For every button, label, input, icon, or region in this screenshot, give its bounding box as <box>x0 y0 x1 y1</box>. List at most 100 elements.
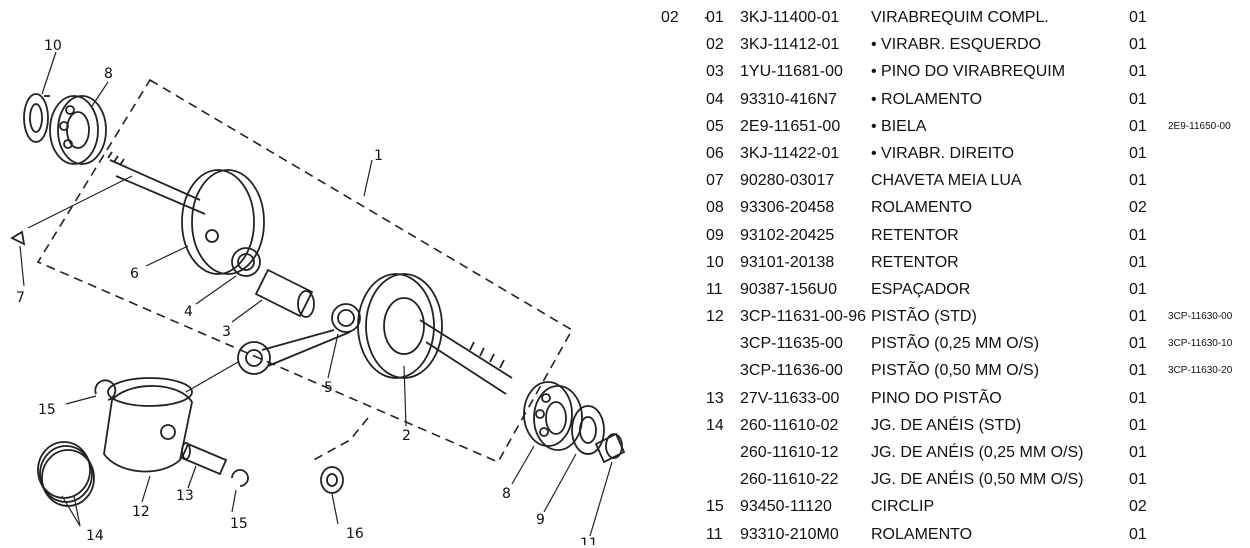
callout-5: 5 <box>324 380 333 396</box>
parts-qty: 01 <box>1129 471 1147 489</box>
parts-part: 2E9-11651-00 <box>740 117 841 135</box>
parts-desc: • ROLAMENTO <box>871 90 983 108</box>
parts-qty: 01 <box>1129 389 1147 407</box>
parts-ref: 03 <box>706 63 724 81</box>
parts-desc: • PINO DO VIRABREQUIM <box>871 63 1066 81</box>
parts-qty: 01 <box>1129 172 1147 190</box>
parts-part: 93306-20458 <box>740 199 835 217</box>
parts-desc: JG. DE ANÉIS (STD) <box>871 416 1022 434</box>
part-connecting-rod-5 <box>237 303 361 375</box>
parts-ref: 02 <box>706 36 724 54</box>
parts-desc: VIRABREQUIM COMPL. <box>871 9 1049 26</box>
parts-part: 3CP-11631-00-96 <box>740 308 867 326</box>
callout-8-right: 8 <box>502 486 511 502</box>
parts-part: 93310-416N7 <box>740 90 837 108</box>
callout-2: 2 <box>402 428 411 444</box>
part-circlip-15-lower <box>231 469 249 487</box>
parts-part: 93450-11120 <box>740 498 832 516</box>
callout-4: 4 <box>184 304 193 320</box>
part-piston-rings-14 <box>37 441 95 507</box>
parts-part: 3KJ-11400-01 <box>740 9 840 26</box>
parts-ref: 07 <box>706 172 724 190</box>
callout-6: 6 <box>130 266 139 282</box>
exploded-parts-diagram: 1 2 3 4 5 6 7 8 8 9 10 11 12 13 14 15 15… <box>10 38 626 545</box>
parts-qty: 01 <box>1129 280 1147 298</box>
parts-desc: PISTÃO (STD) <box>871 308 977 326</box>
callout-15-right: 15 <box>230 516 248 532</box>
part-piston-pin-13 <box>180 442 228 476</box>
parts-alt: 3CP-11630-10 <box>1168 338 1233 350</box>
parts-row: 15 93450-11120 CIRCLIP 02 <box>655 493 1250 520</box>
parts-alt: 3CP-11630-20 <box>1168 365 1233 377</box>
parts-qty: 01 <box>1129 90 1147 108</box>
parts-part: 3KJ-11422-01 <box>740 144 840 162</box>
parts-qty: 01 <box>1129 308 1147 326</box>
parts-qty: 01 <box>1129 335 1147 353</box>
parts-ref: 10 <box>706 253 724 271</box>
callout-11: 11 <box>580 536 598 545</box>
parts-qty: 01 <box>1129 226 1147 244</box>
callout-15-left: 15 <box>38 402 56 418</box>
parts-ref: 12 <box>706 308 724 326</box>
parts-desc: ESPAÇADOR <box>871 280 971 298</box>
callout-10: 10 <box>44 38 62 54</box>
parts-ref: 06 <box>706 144 724 162</box>
callout-7: 7 <box>16 290 25 306</box>
parts-group: 02 <box>661 9 679 26</box>
part-bearing-4 <box>231 247 261 277</box>
parts-qty: 01 <box>1129 63 1147 81</box>
parts-qty: 01 <box>1129 525 1147 543</box>
parts-dash: - <box>704 9 710 26</box>
part-crank-pin-3 <box>254 268 315 318</box>
callout-16: 16 <box>346 526 364 542</box>
parts-desc: JG. DE ANÉIS (0,25 MM O/S) <box>871 444 1084 461</box>
parts-part: 93102-20425 <box>740 226 835 244</box>
parts-part: 93101-20138 <box>740 253 835 271</box>
parts-ref: 04 <box>706 90 724 108</box>
parts-desc: RETENTOR <box>871 226 959 244</box>
parts-qty: 01 <box>1129 36 1147 54</box>
parts-part: 260-11610-02 <box>740 416 839 434</box>
parts-desc: ROLAMENTO <box>871 525 973 543</box>
parts-desc: PINO DO PISTÃO <box>871 389 1002 407</box>
parts-qty: 01 <box>1129 117 1147 135</box>
parts-part: 3CP-11636-00 <box>740 362 843 380</box>
parts-ref: 01 <box>706 9 724 26</box>
parts-qty: 01 <box>1129 9 1147 26</box>
part-circlip-15-upper <box>94 379 117 401</box>
parts-part: 93310-210M0 <box>740 525 839 543</box>
parts-desc: • VIRABR. DIREITO <box>871 144 1015 162</box>
callout-14: 14 <box>86 528 104 544</box>
part-seal-9 <box>571 405 605 455</box>
parts-qty: 01 <box>1129 362 1147 380</box>
parts-desc: CIRCLIP <box>871 498 935 516</box>
parts-qty: 01 <box>1129 416 1147 434</box>
callout-3: 3 <box>222 324 231 340</box>
parts-qty: 02 <box>1129 498 1147 516</box>
parts-desc: RETENTOR <box>871 253 959 271</box>
parts-qty: 01 <box>1129 444 1147 461</box>
part-seal-10 <box>23 93 50 143</box>
parts-desc: PISTÃO (0,50 MM O/S) <box>871 362 1040 380</box>
callout-13: 13 <box>176 488 194 504</box>
parts-ref: 15 <box>706 498 724 516</box>
parts-desc: PISTÃO (0,25 MM O/S) <box>871 335 1040 353</box>
parts-alt: 3CP-11630-00 <box>1168 311 1233 323</box>
parts-row: 3CP-11636-00 PISTÃO (0,50 MM O/S) 01 3CP-11… <box>655 357 1250 384</box>
callout-9: 9 <box>536 512 545 528</box>
parts-part: 27V-11633-00 <box>740 389 840 407</box>
parts-part: 90387-156U0 <box>740 280 837 298</box>
